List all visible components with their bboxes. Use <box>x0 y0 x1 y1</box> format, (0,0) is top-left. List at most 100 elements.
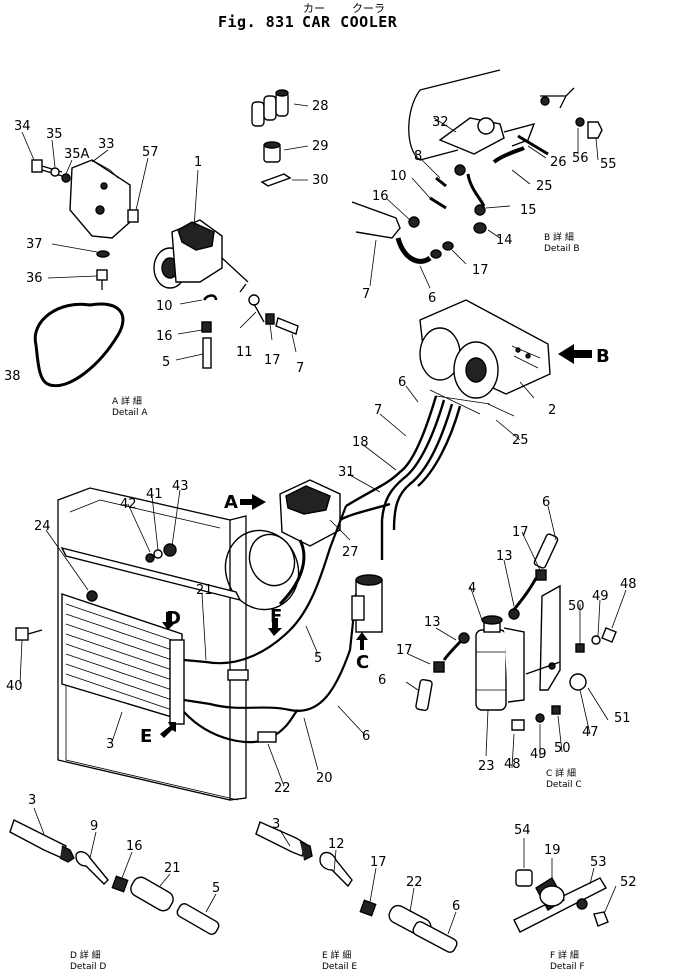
washer-50-top <box>575 643 585 653</box>
caption-a-en: Detail A <box>112 408 148 418</box>
hose-5-d <box>176 903 220 935</box>
caption-b-en: Detail B <box>544 244 580 254</box>
tube-21 <box>227 669 249 681</box>
resistor-29 <box>263 141 281 163</box>
arrow-e <box>160 722 176 738</box>
plate-30 <box>260 173 292 187</box>
detail-e-group <box>255 821 458 953</box>
callout-13-left: 13 <box>424 615 441 630</box>
callout-50-top: 50 <box>568 599 585 614</box>
callout-47: 47 <box>582 725 599 740</box>
bolt-48-top <box>601 627 617 643</box>
arrow-d <box>162 612 176 630</box>
bracket-47 <box>539 584 561 691</box>
elbow-10-b <box>429 196 447 210</box>
nut-17-left <box>433 661 445 673</box>
washer-42 <box>145 553 155 563</box>
callout-54: 54 <box>514 823 531 838</box>
nut-16 <box>201 321 212 333</box>
washer-49-bottom <box>535 713 545 723</box>
callout-34: 34 <box>14 119 31 134</box>
condenser-frame <box>57 487 247 801</box>
callout-42: 42 <box>120 497 137 512</box>
letter-c: C <box>356 652 369 673</box>
callout-17-e: 17 <box>370 855 387 870</box>
washer-37 <box>96 250 110 258</box>
callout-9: 9 <box>90 819 98 834</box>
letter-f: F <box>270 606 282 627</box>
nut-17-e <box>359 899 377 917</box>
callout-21: 21 <box>196 583 213 598</box>
letter-d: D <box>166 608 181 629</box>
pipe-run-18 <box>345 395 438 508</box>
callout-7-main: 7 <box>374 403 382 418</box>
callout-5-main: 5 <box>314 651 322 666</box>
callout-30: 30 <box>312 173 329 188</box>
washer-35 <box>50 167 60 177</box>
figure-number: Fig. 831 <box>218 13 295 31</box>
compressor-1 <box>153 219 249 293</box>
callout-49-top: 49 <box>592 589 609 604</box>
callout-17-b: 17 <box>472 263 489 278</box>
washer-56 <box>575 117 585 127</box>
callout-21-d: 21 <box>164 861 181 876</box>
callout-56: 56 <box>572 151 589 166</box>
callout-25-b: 25 <box>536 179 553 194</box>
nut-43 <box>163 543 177 557</box>
callout-40: 40 <box>6 679 23 694</box>
detail-c-group <box>405 505 627 769</box>
callout-5-a: 5 <box>162 355 170 370</box>
pipe-25 <box>492 146 525 164</box>
callout-6-b: 6 <box>428 291 436 306</box>
callout-14: 14 <box>496 233 513 248</box>
nut-24 <box>86 590 98 602</box>
pipe-13-c <box>510 577 538 613</box>
tube-22 <box>257 731 277 743</box>
kana-car: カー <box>303 2 325 15</box>
callout-16-a: 16 <box>156 329 173 344</box>
v-belt-38 <box>33 302 125 388</box>
callout-22: 22 <box>274 781 291 796</box>
callout-7-a: 7 <box>296 361 304 376</box>
detail-d-group <box>9 807 220 935</box>
callout-6-main: 6 <box>362 729 370 744</box>
callout-6-c: 6 <box>542 495 550 510</box>
hose-6-e <box>412 921 458 953</box>
expansion-valve-32 <box>438 117 505 155</box>
detail-a-group <box>21 131 299 388</box>
callout-6-main-top: 6 <box>398 375 406 390</box>
callout-43: 43 <box>172 479 189 494</box>
hose-6-b <box>395 237 432 264</box>
washer-35a <box>61 173 71 183</box>
hose-5-main <box>183 505 348 665</box>
callout-36: 36 <box>26 271 43 286</box>
callout-29: 29 <box>312 139 329 154</box>
callout-35: 35 <box>46 127 63 142</box>
fitting-11 <box>253 303 265 323</box>
callout-10-a: 10 <box>156 299 173 314</box>
pipe-3-e <box>255 821 307 857</box>
elbow-10 <box>202 294 218 301</box>
callout-10-b: 10 <box>390 169 407 184</box>
callout-18: 18 <box>352 435 369 450</box>
callout-37: 37 <box>26 237 43 252</box>
callout-19: 19 <box>544 843 561 858</box>
bracket-33 <box>69 159 131 239</box>
hose-5 <box>202 337 212 369</box>
hose-7 <box>275 317 299 335</box>
nut-17-c <box>535 569 547 581</box>
nut-16-d <box>111 875 129 893</box>
arrow-a <box>240 494 266 510</box>
arrow-b <box>558 344 592 364</box>
pipe-3-d <box>9 819 67 859</box>
bolt-52 <box>593 911 609 927</box>
callout-41: 41 <box>146 487 163 502</box>
callout-26: 26 <box>550 155 567 170</box>
letter-a: A <box>224 492 238 513</box>
callout-12: 12 <box>328 837 345 852</box>
callout-3-main: 3 <box>106 737 114 752</box>
callout-35a: 35A <box>64 147 90 162</box>
callout-51: 51 <box>614 711 631 726</box>
